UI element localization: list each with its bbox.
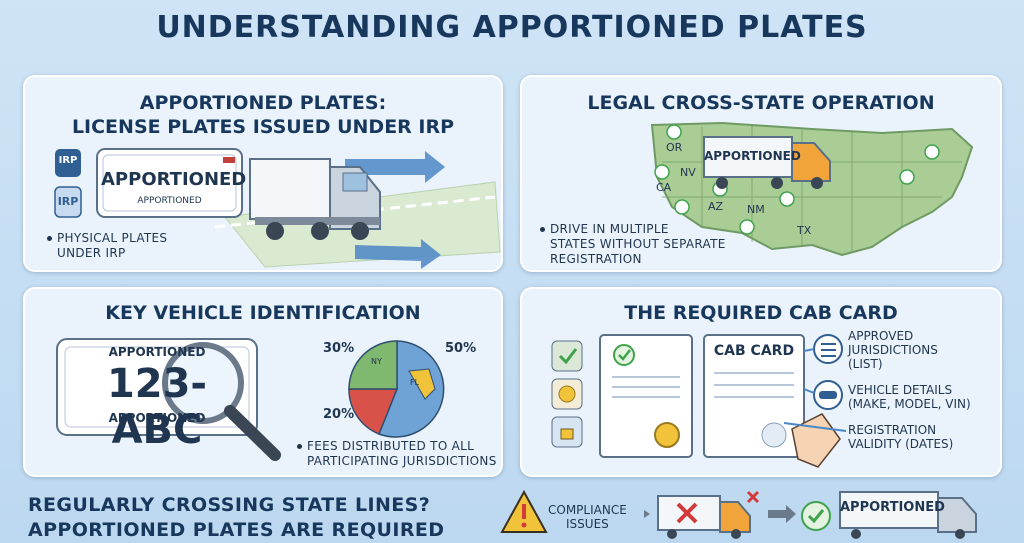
us-map-illustration: [650, 121, 974, 257]
plate-bottom-text: APPORTIONED: [108, 411, 206, 425]
truck-icon: [657, 490, 760, 539]
x-icon: [746, 490, 760, 504]
x-icon: [676, 502, 698, 524]
state-or: OR: [666, 141, 683, 154]
panel1-illustration: [54, 148, 501, 269]
footer-message: REGULARLY CROSSING STATE LINES? APPORTIO…: [28, 494, 445, 541]
cab-item-vehicle: VEHICLE DETAILS(MAKE, MODEL, VIN): [848, 383, 971, 411]
state-tx: TX: [797, 224, 812, 237]
license-plate-icon: [56, 338, 258, 436]
panel1-bullet: PHYSICAL PLATES UNDER IRP: [47, 231, 167, 261]
hand-pointer-icon: [791, 413, 841, 468]
cab-card-document: [703, 334, 805, 458]
panel1-title-line1: APPORTIONED PLATES:: [139, 92, 387, 114]
pie-label-50: 50%: [445, 341, 477, 356]
page-title: UNDERSTANDING APPORTIONED PLATES: [156, 10, 868, 45]
panel-apportioned-plates: APPORTIONED PLATES: LICENSE PLATES ISSUE…: [23, 75, 503, 272]
pie-state-fl: FL: [410, 378, 420, 387]
arrow-right-icon: [768, 505, 796, 523]
panel4-title: THE REQUIRED CAB CARD: [624, 302, 898, 324]
panel3-illustration: [56, 338, 445, 461]
pie-label-30: 30%: [323, 341, 355, 356]
warning-icon: [500, 489, 548, 533]
plate-main-text: APPORTIONED: [101, 169, 247, 190]
pie-state-ny: NY: [371, 357, 382, 366]
panel2-bullet: DRIVE IN MULTIPLE STATES WITHOUT SEPARAT…: [540, 222, 726, 267]
map-truck-label: APPORTIONED: [704, 149, 801, 163]
truck-icon: [249, 158, 381, 240]
irp-badge-1: IRP: [58, 155, 78, 166]
footer-truck-label: APPORTIONED: [840, 500, 945, 515]
state-az: AZ: [708, 200, 724, 213]
pie-chart-icon: [348, 340, 445, 438]
lock-icon: [560, 428, 574, 440]
arrow-right-icon: [345, 151, 445, 183]
state-ca: CA: [656, 181, 672, 194]
panel3-bullet: FEES DISTRIBUTED TO ALL PARTICIPATING JU…: [297, 439, 497, 469]
panel-cross-state: LEGAL CROSS-STATE OPERATION APPORTIONED …: [520, 75, 1002, 272]
checkmark-icon: [654, 124, 940, 235]
checkmark-icon: [558, 348, 578, 365]
irp-badge-icon: [54, 149, 82, 218]
irp-badge-2: IRP: [57, 195, 79, 208]
magnifier-icon: [162, 342, 281, 461]
state-nv: NV: [680, 166, 696, 179]
pie-label-20: 20%: [323, 407, 355, 422]
plate-top-text: APPORTIONED: [108, 345, 206, 359]
panel2-title: LEGAL CROSS-STATE OPERATION: [587, 92, 935, 114]
cab-card-title: CAB CARD: [713, 343, 795, 359]
checkmark-icon: [801, 501, 831, 531]
arrow-right-icon: [644, 510, 650, 518]
truck-icon: [839, 491, 977, 539]
state-nm: NM: [747, 203, 765, 216]
plate-sub-text: APPORTIONED: [137, 196, 202, 206]
seal-icon: [558, 385, 576, 403]
footer-flow-illustration: [500, 489, 977, 539]
panel-vehicle-identification: KEY VEHICLE IDENTIFICATION APPORTIONED 1…: [23, 287, 503, 477]
plate-number: 123-ABC: [106, 361, 208, 453]
arrow-right-icon: [355, 239, 441, 269]
certificate-icon: [599, 334, 693, 458]
panel-cab-card: THE REQUIRED CAB CARD: [520, 287, 1002, 477]
truck-icon: [703, 136, 831, 189]
panel1-title-line2: LICENSE PLATES ISSUED UNDER IRP: [71, 116, 455, 138]
panel4-illustration: [551, 334, 847, 468]
panel3-title: KEY VEHICLE IDENTIFICATION: [105, 302, 421, 324]
license-plate-icon: [96, 148, 243, 218]
